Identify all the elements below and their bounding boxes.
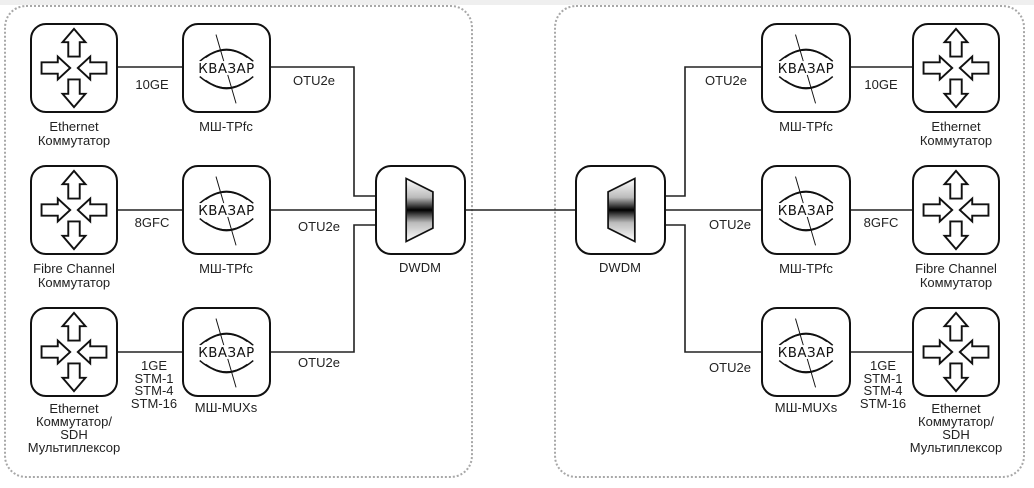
dwdm-label: DWDM xyxy=(399,260,441,275)
kvazar-logo-icon xyxy=(184,25,269,111)
switch-label: Ethernet Коммутатор xyxy=(24,120,124,148)
dwdm-right[interactable] xyxy=(575,165,666,255)
switch-label-line: Коммутатор/ xyxy=(918,414,994,429)
device-label: МШ-MUXs xyxy=(194,400,258,415)
right-site-frame xyxy=(554,5,1025,478)
trunk-left-1 xyxy=(271,66,376,197)
dwdm-mux-icon xyxy=(377,167,464,253)
kvazar-logo-icon xyxy=(763,167,849,253)
switch-arrows-icon xyxy=(32,309,116,395)
link-label: 1GE STM-1 STM-4 STM-16 xyxy=(853,358,913,411)
device-label: МШ-TPfc xyxy=(199,119,253,134)
trunk-right-3 xyxy=(665,224,762,353)
device-label: МШ-TPfc xyxy=(779,261,833,276)
switch-label-line: Мультиплексор xyxy=(909,440,1003,455)
link-label-line: STM-16 xyxy=(130,395,178,411)
left-site-frame xyxy=(4,5,473,478)
switch-arrows-icon xyxy=(914,167,998,253)
ms-muxs-left[interactable] xyxy=(182,307,271,397)
trunk-label: OTU2e xyxy=(298,355,340,370)
switch-label: Ethernet Коммутатор xyxy=(906,120,1006,148)
link-label-line: STM-1 xyxy=(863,370,903,386)
switch-label-line: Ethernet xyxy=(931,119,981,134)
switch-label-line: Fibre Channel xyxy=(33,261,115,276)
trunk-right-1 xyxy=(665,66,762,197)
ms-muxs-right[interactable] xyxy=(761,307,851,397)
kvazar-logo-icon xyxy=(184,309,269,395)
switch-label: Fibre Channel Коммутатор xyxy=(14,262,134,290)
switch-arrows-icon xyxy=(32,25,116,111)
trunk-label: OTU2e xyxy=(709,360,751,375)
top-band xyxy=(0,0,1034,5)
kvazar-logo-icon xyxy=(763,25,849,111)
ethernet-switch-left[interactable] xyxy=(30,23,118,113)
switch-arrows-icon xyxy=(914,25,998,111)
switch-label: Ethernet Коммутатор/ SDH Мультиплексор xyxy=(14,402,134,454)
ms-tpfc-right-2[interactable] xyxy=(761,165,851,255)
switch-label-line: Коммутатор/ xyxy=(36,414,112,429)
device-label: МШ-TPfc xyxy=(199,261,253,276)
switch-label-line: SDH xyxy=(942,427,970,442)
switch-label-line: Ethernet xyxy=(931,401,981,416)
switch-label-line: SDH xyxy=(60,427,88,442)
switch-label-line: Коммутатор xyxy=(919,133,993,148)
link-label: 8GFC xyxy=(863,215,899,230)
link-label: 1GE STM-1 STM-4 STM-16 xyxy=(124,358,184,411)
switch-label-line: Коммутатор xyxy=(37,133,111,148)
link-label-line: STM-4 xyxy=(134,383,174,398)
ethernet-switch-right[interactable] xyxy=(912,23,1000,113)
switch-label-line: Мультиплексор xyxy=(27,440,121,455)
ms-tpfc-right-1[interactable] xyxy=(761,23,851,113)
link-label-line: 1GE xyxy=(869,358,896,373)
trunk-label: OTU2e xyxy=(705,73,747,88)
link-label: 8GFC xyxy=(134,215,170,230)
trunk-label: OTU2e xyxy=(298,219,340,234)
device-label: МШ-MUXs xyxy=(774,400,838,415)
eth-sdh-switch-left[interactable] xyxy=(30,307,118,397)
switch-label-line: Ethernet xyxy=(49,401,99,416)
switch-label: Ethernet Коммутатор/ SDH Мультиплексор xyxy=(896,402,1016,454)
dwdm-demux-icon xyxy=(577,167,664,253)
trunk-label: OTU2e xyxy=(293,73,335,88)
switch-label: Fibre Channel Коммутатор xyxy=(896,262,1016,290)
switch-label-line: Коммутатор xyxy=(37,275,111,290)
ms-tpfc-left-1[interactable] xyxy=(182,23,271,113)
link-label-line: STM-4 xyxy=(863,383,903,398)
dwdm-label: DWDM xyxy=(599,260,641,275)
fc-switch-left[interactable] xyxy=(30,165,118,255)
eth-sdh-switch-right[interactable] xyxy=(912,307,1000,397)
dwdm-left[interactable] xyxy=(375,165,466,255)
link-label-line: STM-16 xyxy=(859,395,907,411)
kvazar-logo-icon xyxy=(763,309,849,395)
switch-arrows-icon xyxy=(32,167,116,253)
switch-label-line: Ethernet xyxy=(49,119,99,134)
trunk-left-3 xyxy=(271,224,376,353)
switch-label-line: Коммутатор xyxy=(919,275,993,290)
switch-label-line: Fibre Channel xyxy=(915,261,997,276)
switch-arrows-icon xyxy=(914,309,998,395)
link-label: 10GE xyxy=(135,77,169,92)
device-label: МШ-TPfc xyxy=(779,119,833,134)
kvazar-logo-icon xyxy=(184,167,269,253)
fc-switch-right[interactable] xyxy=(912,165,1000,255)
link-label-line: STM-1 xyxy=(134,370,174,386)
ms-tpfc-left-2[interactable] xyxy=(182,165,271,255)
link-label: 10GE xyxy=(864,77,898,92)
trunk-label: OTU2e xyxy=(709,217,751,232)
link-label-line: 1GE xyxy=(140,358,167,373)
